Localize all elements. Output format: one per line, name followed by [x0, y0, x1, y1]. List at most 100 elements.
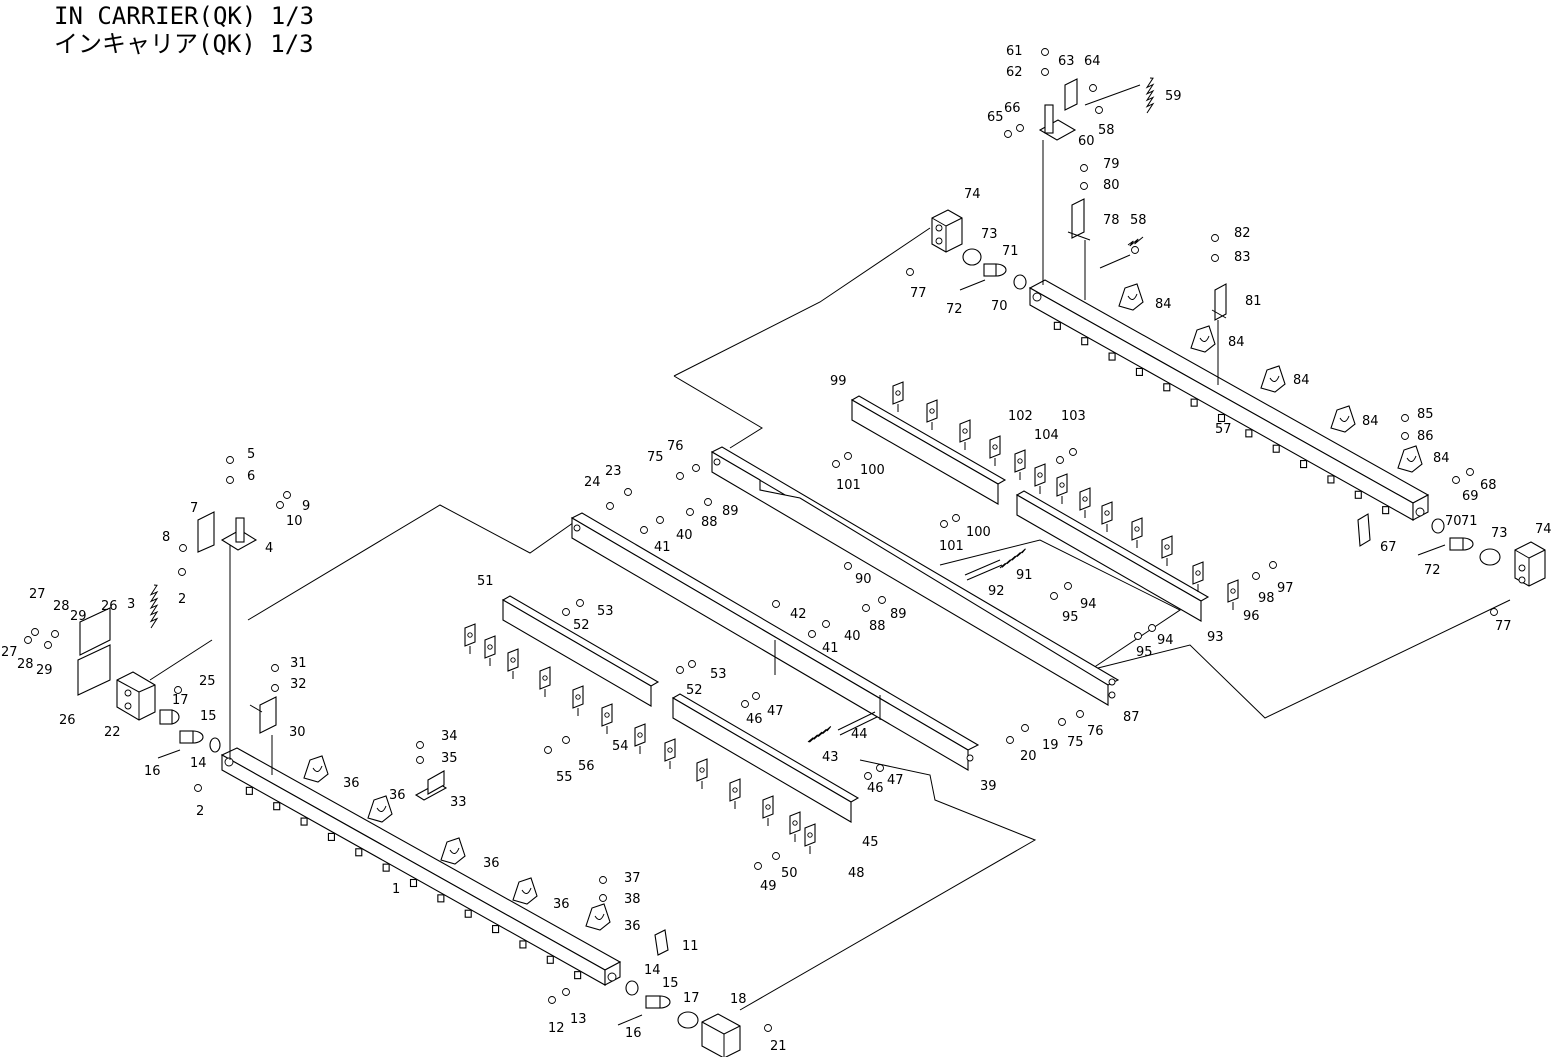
title-japanese: インキャリア(QK) 1/3: [54, 30, 314, 58]
part-number-label: 39: [980, 779, 997, 794]
clip-bracket: [1079, 487, 1091, 518]
part-number-label: 35: [441, 751, 458, 766]
fastener-icon: [1089, 84, 1097, 92]
part-number-label: 77: [1495, 619, 1512, 634]
clip-bracket: [634, 723, 646, 754]
coil-spring: [1127, 236, 1144, 247]
part-number-label: 77: [910, 286, 927, 301]
part-number-label: 101: [939, 539, 964, 554]
part-number-label: 48: [848, 866, 865, 881]
part-number-label: 67: [1380, 540, 1397, 555]
rail-tooth: [1245, 429, 1253, 438]
fastener-icon: [576, 599, 584, 607]
fastener-icon: [283, 491, 291, 499]
part-number-label: 82: [1234, 226, 1251, 241]
fastener-icon: [1095, 106, 1103, 114]
v-guide: [1118, 283, 1144, 311]
fastener-icon: [599, 894, 607, 902]
part-number-label: 65: [987, 110, 1004, 125]
part-number-label: 24: [584, 475, 601, 490]
rail-tooth: [1163, 383, 1171, 392]
part-number-label: 38: [624, 892, 641, 907]
part-number-label: 87: [1123, 710, 1140, 725]
clip-bracket: [464, 623, 476, 654]
part-number-label: 74: [964, 187, 981, 202]
part-number-label: 41: [822, 641, 839, 656]
v-guide: [1260, 365, 1286, 393]
bracket-plate-45: [671, 693, 860, 823]
part-number-label: 102: [1008, 409, 1033, 424]
part-number-label: 104: [1034, 428, 1059, 443]
part-number-label: 85: [1417, 407, 1434, 422]
part-number-label: 52: [686, 683, 703, 698]
rail-tooth: [1081, 337, 1089, 346]
side-plates-26: [77, 607, 111, 696]
title-block: IN CARRIER(QK) 1/3 インキャリア(QK) 1/3: [54, 2, 314, 58]
left-rail-teeth: [245, 786, 582, 980]
part-number-label: 53: [710, 667, 727, 682]
v-guide: [512, 877, 538, 905]
part-number-label: 33: [450, 795, 467, 810]
part-number-label: 34: [441, 729, 458, 744]
part-number-label: 22: [104, 725, 121, 740]
rail-tooth: [1382, 506, 1390, 515]
fastener-icon: [271, 664, 279, 672]
fastener-icon: [1211, 254, 1219, 262]
fastener-icon: [772, 852, 780, 860]
rail-tooth: [464, 909, 472, 918]
part-number-label: 79: [1103, 157, 1120, 172]
part-number-label: 75: [1067, 735, 1084, 750]
part-number-label: 73: [1491, 526, 1508, 541]
part-number-label: 36: [389, 788, 406, 803]
part-number-label: 89: [890, 607, 907, 622]
fastener-icon: [692, 464, 700, 472]
coil-spring: [999, 548, 1026, 569]
clip-brackets: [464, 381, 1239, 854]
part-number-label: 78: [1103, 213, 1120, 228]
part-number-label: 58: [1130, 213, 1147, 228]
fastener-icon: [1076, 710, 1084, 718]
fastener-icon: [844, 452, 852, 460]
fasteners: [24, 48, 1498, 1032]
fastener-icon: [276, 501, 284, 509]
rail-tooth: [245, 786, 253, 795]
rail-tooth: [1272, 444, 1280, 453]
part-number-label: 81: [1245, 294, 1262, 309]
part-number-label: 76: [1087, 724, 1104, 739]
part-number-label: 28: [17, 657, 34, 672]
clip-bracket: [926, 399, 938, 430]
fastener-icon: [1401, 414, 1409, 422]
v-guide: [367, 795, 393, 823]
right-rail-teeth: [1053, 321, 1390, 515]
part-number-label: 47: [767, 704, 784, 719]
fastener-icon: [862, 604, 870, 612]
part-number-label: 21: [770, 1039, 787, 1054]
part-number-label: 19: [1042, 738, 1059, 753]
fastener-icon: [31, 628, 39, 636]
part-number-label: 36: [624, 919, 641, 934]
clip-bracket: [484, 635, 496, 666]
right-carrier-rail: [1028, 279, 1430, 521]
part-number-label: 69: [1462, 489, 1479, 504]
part-number-label: 101: [836, 478, 861, 493]
fastener-icon: [808, 630, 816, 638]
part-number-label: 40: [844, 629, 861, 644]
rail-tooth: [1135, 367, 1143, 376]
clip-bracket: [507, 648, 519, 679]
part-number-label: 95: [1136, 645, 1153, 660]
rail-tooth: [409, 878, 418, 888]
rail-tooth: [382, 863, 390, 872]
part-number-label: 43: [822, 750, 839, 765]
part-number-label: 49: [760, 879, 777, 894]
fastener-icon: [1016, 124, 1024, 132]
part-number-label: 2: [178, 592, 186, 607]
fastener-icon: [606, 502, 614, 510]
part-number-label: 96: [1243, 609, 1260, 624]
fastener-icon: [878, 596, 886, 604]
part-number-label: 30: [289, 725, 306, 740]
clip-bracket: [1034, 463, 1046, 494]
part-number-label: 89: [722, 504, 739, 519]
fastener-icon: [562, 608, 570, 616]
fastener-icon: [1211, 234, 1219, 242]
part-number-label: 12: [548, 1021, 565, 1036]
